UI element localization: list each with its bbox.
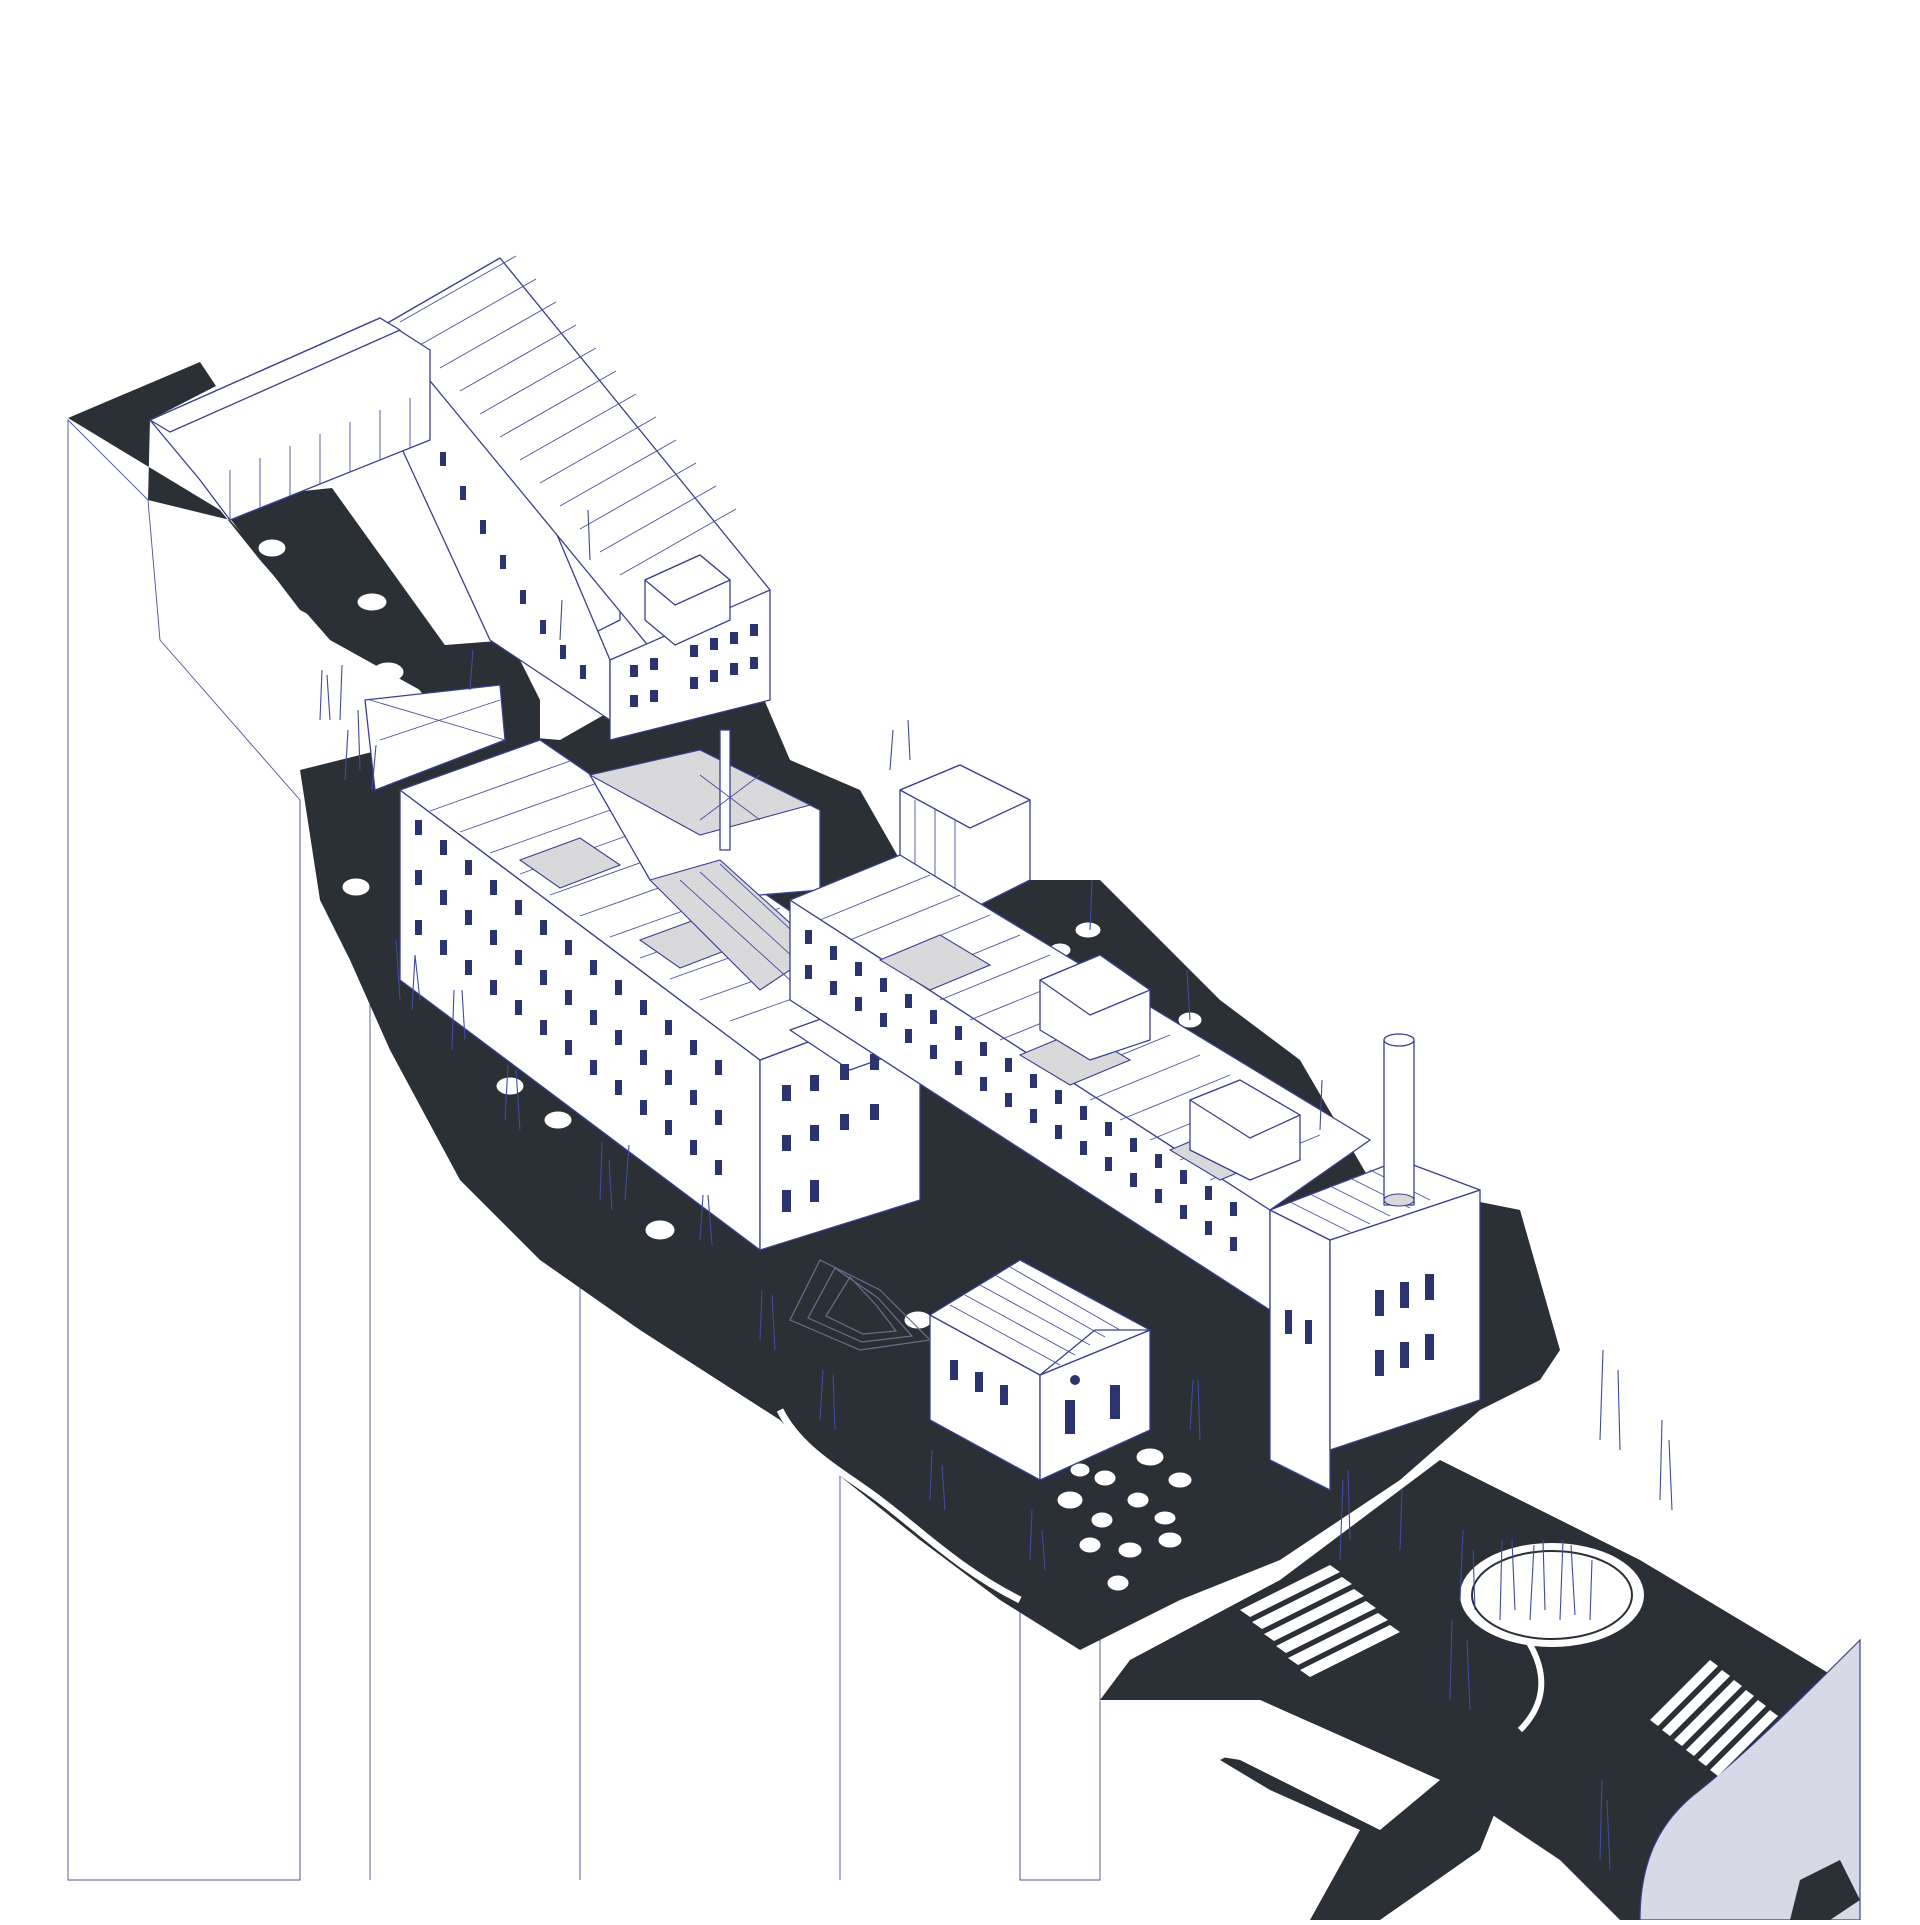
crosswalk-east [1650,1660,1778,1776]
tree-pits [258,528,1202,1591]
road [1100,1460,1840,1920]
canal [1639,1638,1861,1921]
east-long-building [789,854,1371,1311]
glass-box [899,764,1031,911]
chimney [1383,1033,1415,1207]
north-warehouse [383,255,771,741]
trees [319,509,1673,1871]
glass-link-block [149,317,431,521]
ground-plane [68,362,1840,1920]
crosswalk-west [1240,1565,1400,1677]
plaza-pattern [789,1259,932,1351]
central-shed [588,729,821,991]
end-hall [1269,1159,1481,1491]
gabled-hall [929,1259,1151,1481]
roundabout [1460,1543,1644,1647]
